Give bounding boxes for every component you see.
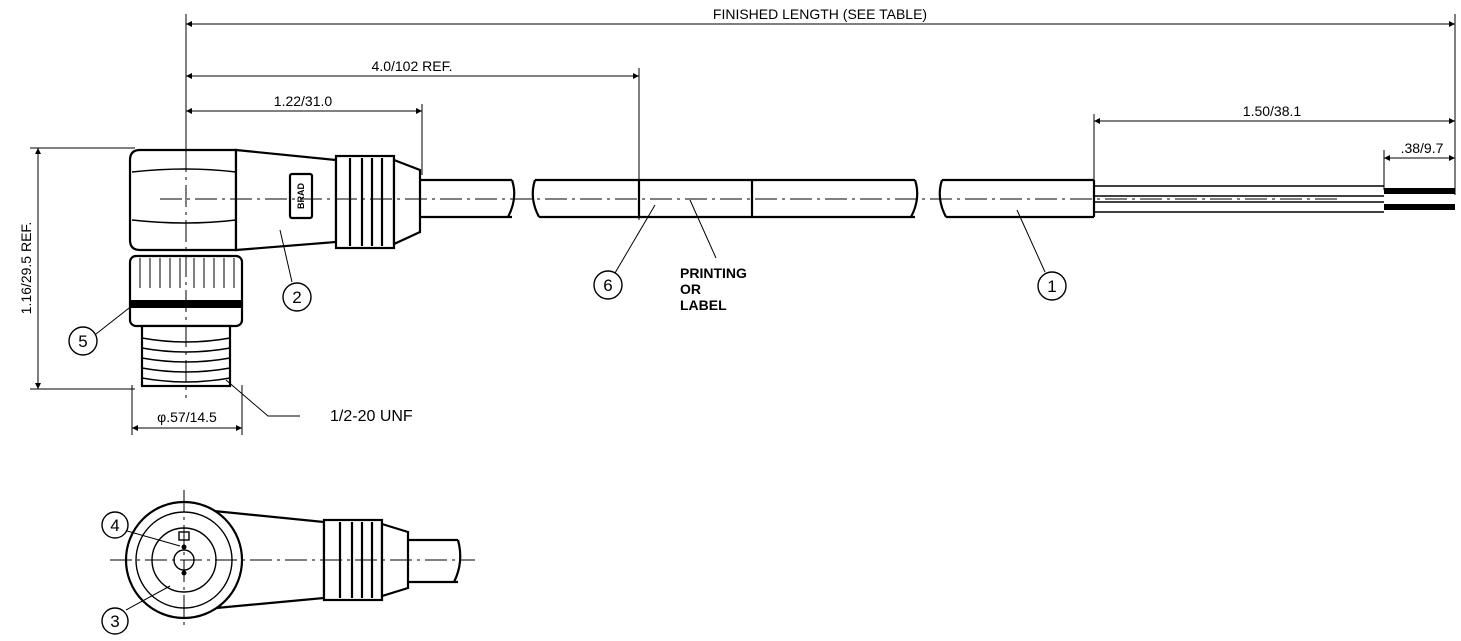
dimension-38: .38/9.7 [1383,140,1455,190]
cable-jacket [420,178,1096,219]
stripped-conductors [1094,185,1455,213]
svg-text:6: 6 [603,276,612,295]
finished-length-label: FINISHED LENGTH (SEE TABLE) [713,6,927,22]
balloon-3: 3 [101,585,171,635]
ref-4-0-label: 4.0/102 REF. [372,58,453,74]
right-angle-head [128,148,238,252]
dimension-height: 1.16/29.5 REF. [18,147,135,390]
balloon-2: 2 [279,229,312,312]
dimension-finished-length: FINISHED LENGTH (SEE TABLE) [185,6,1456,220]
svg-text:LABEL: LABEL [680,297,727,313]
balloon-5: 5 [68,304,134,356]
balloon-1: 1 [1016,209,1067,301]
brand-badge [288,172,314,220]
height-ref-label: 1.16/29.5 REF. [18,222,34,315]
balloon-6: 6 [593,204,656,300]
ref-1-50-label: 1.50/38.1 [1243,103,1302,119]
thread-label: 1/2-20 UNF [330,408,413,425]
coupling-knurl [139,258,235,288]
thread-callout: 1/2-20 UNF [225,379,413,425]
dimension-diameter: φ.57/14.5 [131,385,243,435]
dimension-1-22: 1.22/31.0 [186,93,423,175]
svg-text:PRINTING: PRINTING [680,265,747,281]
svg-text:OR: OR [680,281,701,297]
ref-38-label: .38/9.7 [1401,140,1444,156]
connector-end-view [110,490,475,630]
svg-text:1: 1 [1047,277,1056,296]
connector-side-view: BRAD [128,148,422,388]
svg-text:5: 5 [78,332,87,351]
overmold-body [234,148,338,252]
diameter-label: φ.57/14.5 [157,409,217,425]
svg-text:2: 2 [292,288,301,307]
dimension-1-50: 1.50/38.1 [1093,103,1455,182]
brand-label: BRAD [296,183,306,209]
ref-1-22-label: 1.22/31.0 [274,93,333,109]
svg-text:4: 4 [110,516,119,535]
balloon-4: 4 [101,511,181,547]
strain-relief [334,154,396,250]
printing-note: PRINTING OR LABEL [680,199,747,313]
svg-text:3: 3 [110,612,119,631]
